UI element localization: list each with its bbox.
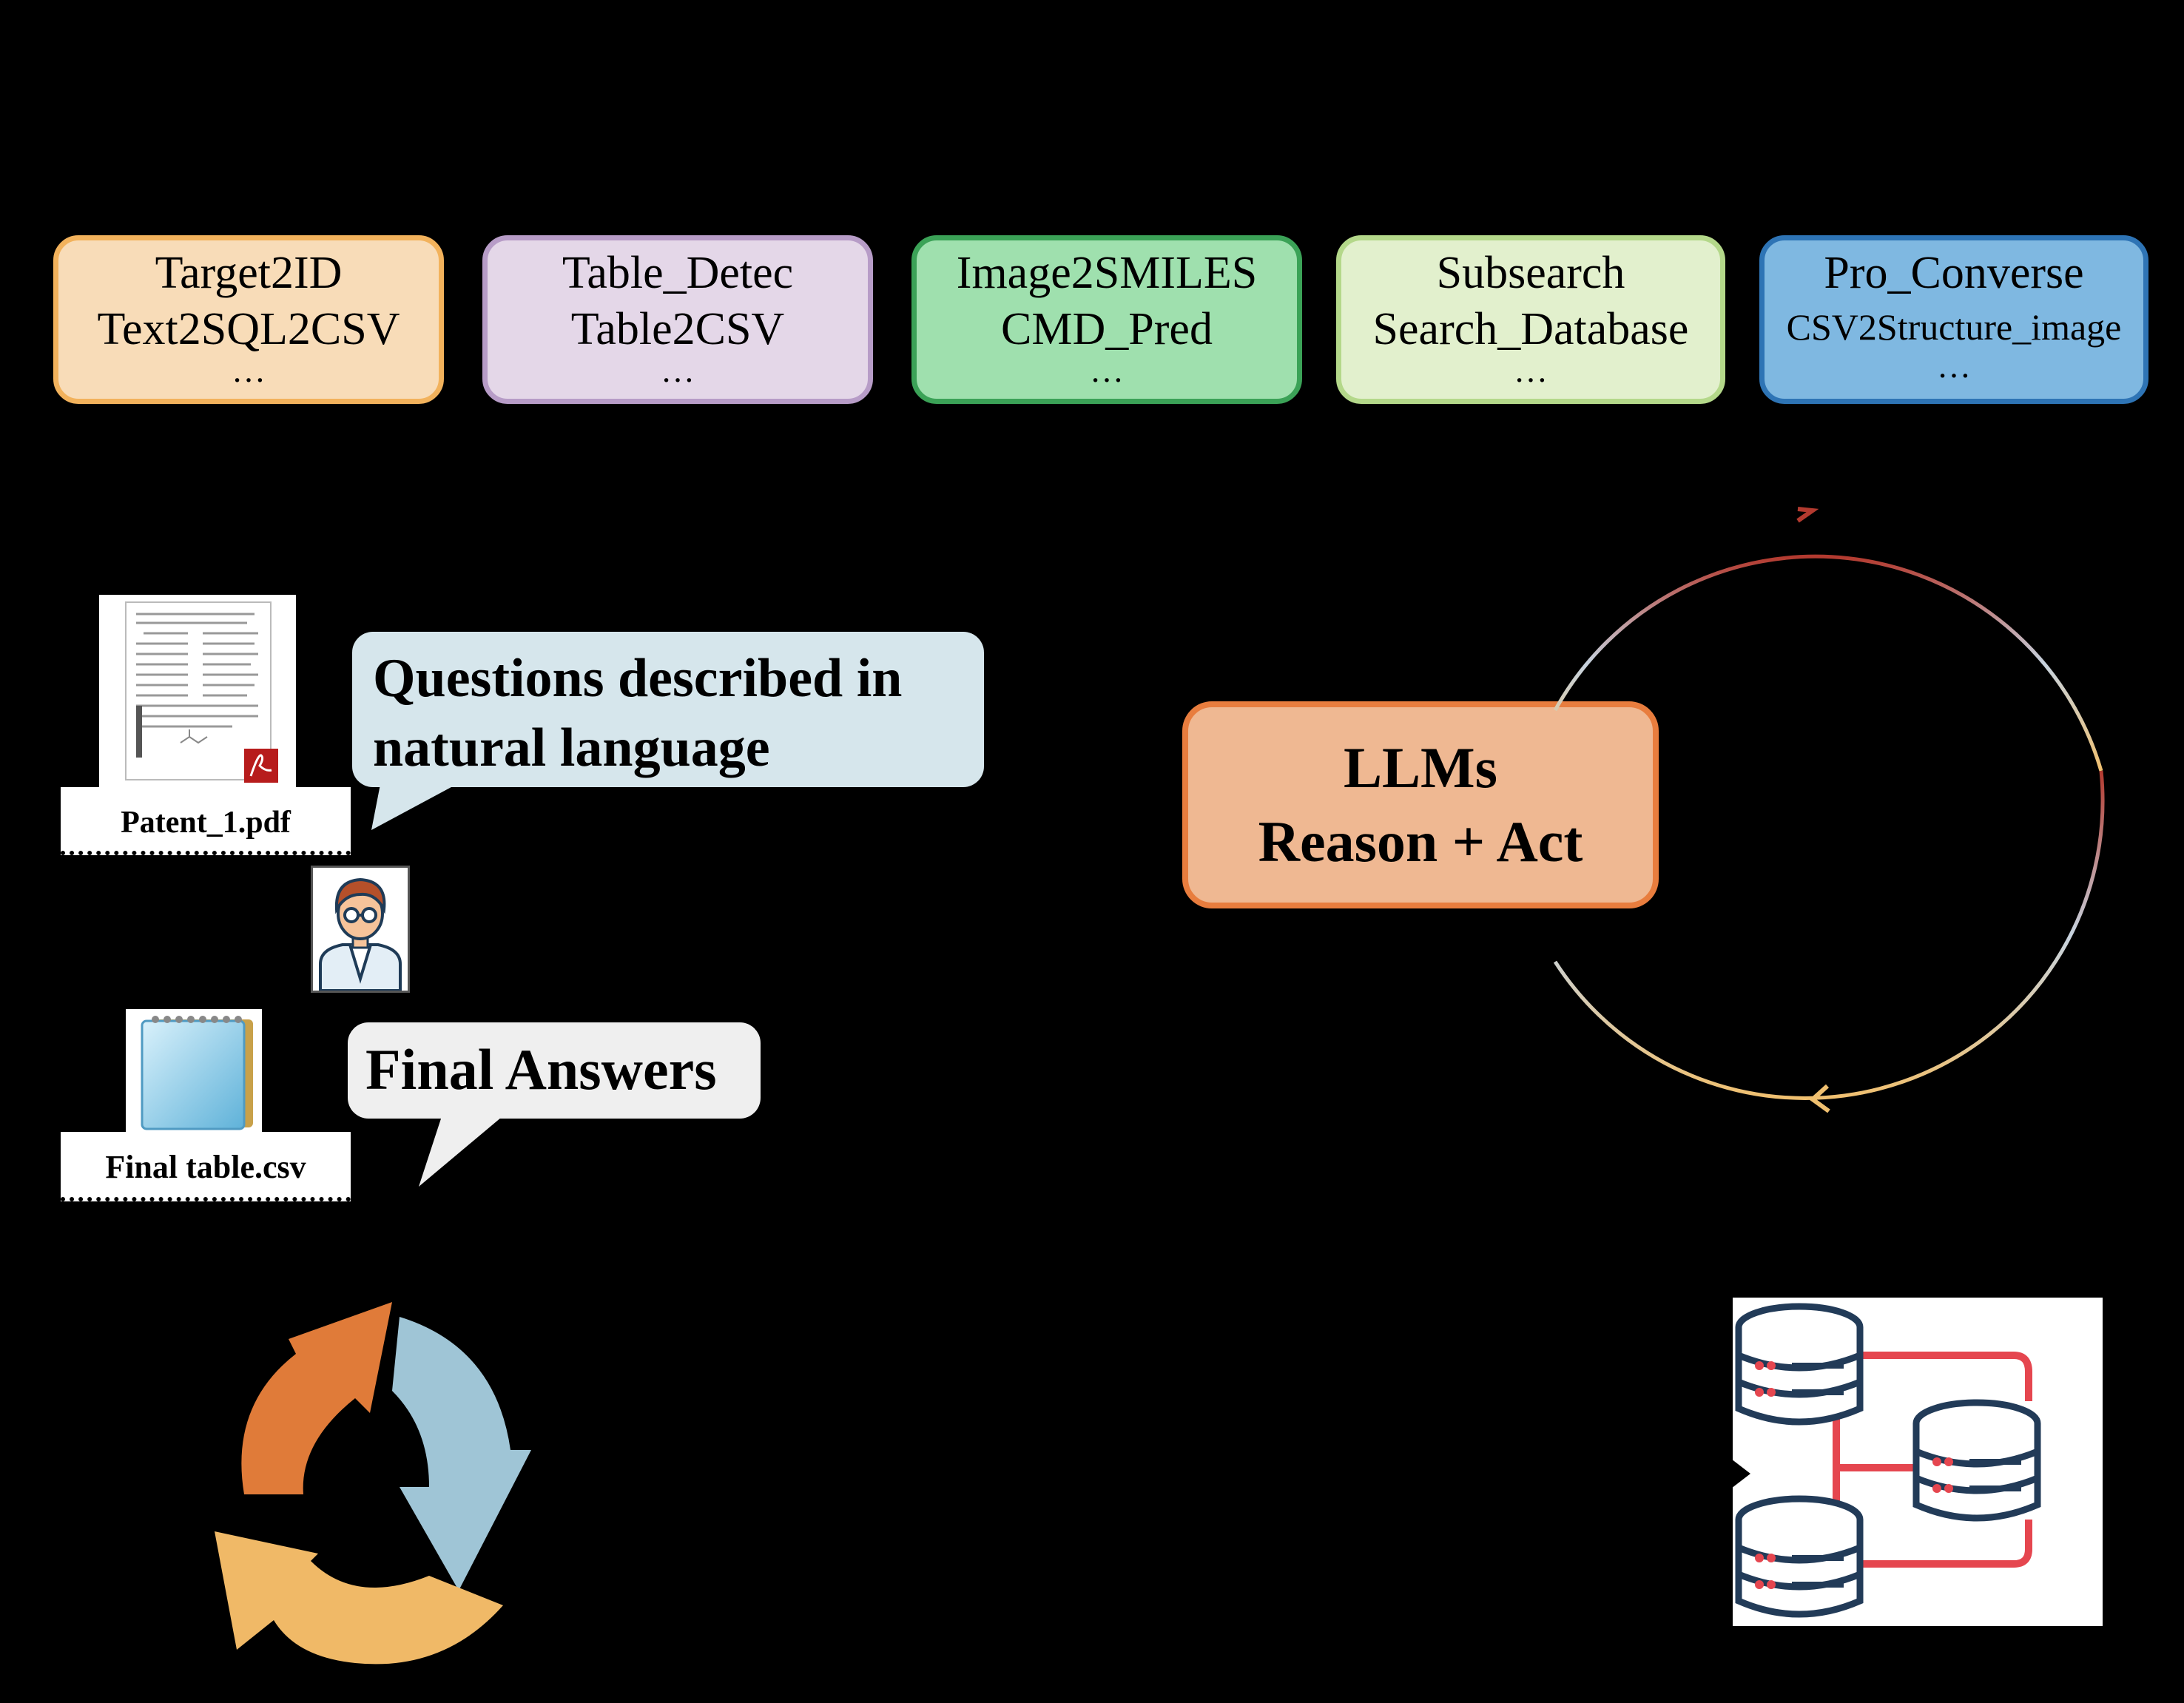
pdf-document-icon-svg bbox=[125, 601, 278, 783]
tool-name: Search_Database bbox=[1372, 304, 1689, 354]
cycle-arrow-yellow bbox=[215, 1531, 503, 1665]
llm-title: LLMs bbox=[1343, 735, 1498, 800]
tool-ellipsis: … bbox=[1514, 351, 1548, 389]
scientist-avatar-icon bbox=[311, 866, 410, 993]
tool-ellipsis: … bbox=[1090, 351, 1124, 389]
tool-box-4: Subsearch Search_Database … bbox=[1336, 235, 1725, 404]
loop-arrow-top bbox=[1796, 507, 1819, 523]
tool-name: Target2ID bbox=[155, 248, 343, 298]
cycle-arrow-orange bbox=[241, 1302, 392, 1494]
tool-ellipsis: … bbox=[232, 351, 266, 389]
tool-name: Image2SMILES bbox=[956, 248, 1258, 298]
tool-name: Table_Detec bbox=[562, 248, 794, 298]
answer-bubble: Final Answers bbox=[348, 1022, 761, 1119]
database-network-svg bbox=[1735, 1303, 2041, 1618]
database-1 bbox=[1735, 1303, 1864, 1426]
loop-arrow-bottom bbox=[1809, 1084, 1830, 1113]
tool-box-3: Image2SMILES CMD_Pred … bbox=[911, 235, 1302, 404]
answer-bubble-tail bbox=[419, 1110, 510, 1187]
tool-name: CMD_Pred bbox=[1001, 304, 1213, 354]
database-pointer bbox=[1731, 1459, 1750, 1488]
cycle-arrows-icon bbox=[215, 1302, 531, 1665]
tool-box-2: Table_Detec Table2CSV … bbox=[482, 235, 873, 404]
pdf-document-icon bbox=[99, 595, 296, 789]
answer-bubble-text: Final Answers bbox=[365, 1037, 717, 1102]
notepad-icon bbox=[126, 1009, 262, 1133]
tool-name: Text2SQL2CSV bbox=[97, 304, 400, 354]
reason-act-loop bbox=[1553, 507, 2105, 1113]
cycle-arrow-blue bbox=[392, 1317, 531, 1591]
tool-ellipsis: … bbox=[661, 351, 695, 389]
patent-file-label: Patent_1.pdf bbox=[61, 787, 351, 855]
tool-name: Pro_Converse bbox=[1824, 248, 2084, 298]
tool-name: CSV2Structure_image bbox=[1786, 306, 2122, 348]
tool-ellipsis: … bbox=[1937, 347, 1971, 385]
database-network-icon bbox=[1733, 1298, 2103, 1626]
scientist-avatar-svg bbox=[319, 877, 402, 992]
notepad-icon-svg bbox=[141, 1016, 253, 1130]
tool-box-1: Target2ID Text2SQL2CSV … bbox=[53, 235, 444, 404]
llm-box: LLMs Reason + Act bbox=[1182, 701, 1659, 908]
tool-name: Subsearch bbox=[1436, 248, 1625, 298]
question-bubble-line2: natural language bbox=[373, 718, 770, 778]
llm-subtitle: Reason + Act bbox=[1258, 809, 1583, 874]
question-bubble-line1: Questions described in bbox=[373, 648, 903, 709]
tool-name: Table2CSV bbox=[570, 304, 785, 354]
question-bubble-tail bbox=[371, 777, 471, 830]
question-bubble: Questions described in natural language bbox=[352, 632, 984, 787]
tool-box-5: Pro_Converse CSV2Structure_image … bbox=[1759, 235, 2148, 404]
result-file-label: Final table.csv bbox=[61, 1132, 351, 1201]
